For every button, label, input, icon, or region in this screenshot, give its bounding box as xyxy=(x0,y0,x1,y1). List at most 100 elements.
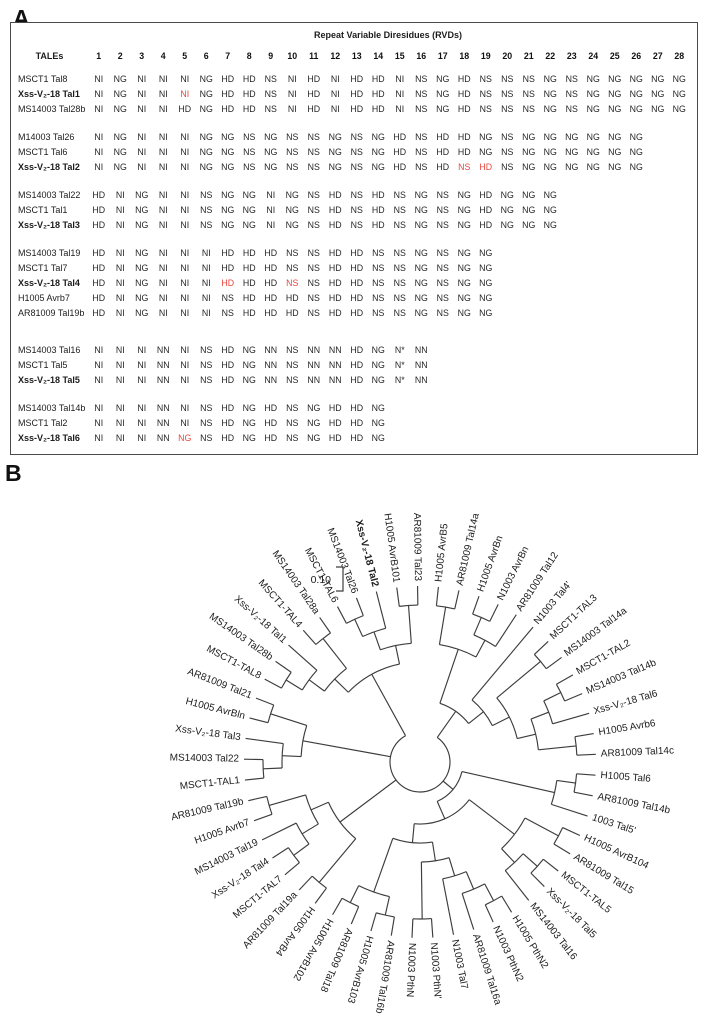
rvd-cell: HD xyxy=(88,263,110,273)
tree-branch-line xyxy=(469,712,484,724)
rvd-cell: NG xyxy=(454,263,476,273)
rvd-cell: NG xyxy=(454,278,476,288)
rvd-cell: NI xyxy=(196,308,218,318)
rvd-cell: NG xyxy=(131,220,153,230)
rvd-column-number: 3 xyxy=(131,51,153,61)
tree-branch-arc xyxy=(462,884,485,894)
tree-branch-line xyxy=(546,657,561,668)
tree-branch-line xyxy=(517,734,535,738)
rvd-cell: NS xyxy=(432,190,454,200)
rvd-cell: NG xyxy=(604,132,626,142)
rvd-cell: NG xyxy=(217,190,239,200)
tree-branch-line xyxy=(437,801,445,818)
tale-row-label: MSCT1 Tal7 xyxy=(11,263,88,273)
rvd-cell: NS xyxy=(475,104,497,114)
tree-branch-line xyxy=(269,795,306,806)
rvd-column-number: 8 xyxy=(239,51,261,61)
rvd-cell: NS xyxy=(411,89,433,99)
tree-branch-arc xyxy=(554,828,563,844)
rvd-cell: HD xyxy=(368,104,390,114)
tree-branch-line xyxy=(492,717,509,726)
rvd-cell: NI xyxy=(88,132,110,142)
tree-branch-line xyxy=(531,712,549,719)
rvd-cell: NG xyxy=(518,147,540,157)
rvd-column-number: 26 xyxy=(626,51,648,61)
tree-branch-line xyxy=(289,645,317,670)
rvd-cell: NS xyxy=(303,205,325,215)
rvd-cell: NG xyxy=(604,74,626,84)
rvd-cell: NG xyxy=(303,433,325,443)
rvd-cell: NG xyxy=(303,418,325,428)
tree-branch-line xyxy=(551,804,587,816)
rvd-cell: NS xyxy=(432,308,454,318)
tree-branch-line xyxy=(351,907,358,924)
rvd-cell: NG xyxy=(475,293,497,303)
rvd-cell: NS xyxy=(239,162,261,172)
tree-leaf-label: N1003 PthN' xyxy=(428,942,443,999)
rvd-column-number: 9 xyxy=(260,51,282,61)
rvd-cell: NG xyxy=(239,205,261,215)
tree-branch-line xyxy=(574,792,593,796)
rvd-cell: HD xyxy=(239,278,261,288)
tree-branch-line xyxy=(374,838,393,892)
rvd-column-number: 7 xyxy=(217,51,239,61)
rvd-cell: NG xyxy=(411,190,433,200)
rvd-cell: NG xyxy=(110,162,132,172)
tree-branch-line xyxy=(543,859,558,871)
rvd-cell: HD xyxy=(88,220,110,230)
rvd-cell: NI xyxy=(88,375,110,385)
rvd-cell: N* xyxy=(389,375,411,385)
rvd-cell: NI xyxy=(88,104,110,114)
tree-branch-arc xyxy=(316,633,331,644)
tree-branch-line xyxy=(309,680,324,691)
rvd-cell: NG xyxy=(647,74,669,84)
rvd-cell: HD xyxy=(368,205,390,215)
rvd-cell: HD xyxy=(174,104,196,114)
rvd-cell: NI xyxy=(153,308,175,318)
rvd-cell: NG xyxy=(497,205,519,215)
rvd-cell: NG xyxy=(411,308,433,318)
rvd-cell: NG xyxy=(475,132,497,142)
rvd-cell: NG xyxy=(260,162,282,172)
tree-branch-line xyxy=(474,617,481,634)
tree-branch-line xyxy=(340,780,396,822)
tree-branch-line xyxy=(443,781,453,789)
rvd-cell: NI xyxy=(174,263,196,273)
rvd-cell: HD xyxy=(217,278,239,288)
tree-branch-line xyxy=(436,587,438,606)
rvd-cell: NG xyxy=(561,132,583,142)
rvd-cell: NS xyxy=(561,104,583,114)
rvd-cell: NS xyxy=(282,403,304,413)
tree-branch-line xyxy=(320,617,331,633)
rvd-cell: NG xyxy=(239,375,261,385)
tree-branch-arc xyxy=(556,684,564,701)
rvd-cell: NN xyxy=(260,345,282,355)
rvd-cell: HD xyxy=(368,220,390,230)
rvd-cell: NI xyxy=(174,220,196,230)
tree-branch-line xyxy=(396,646,400,665)
rvd-cell: NI xyxy=(88,147,110,157)
rvd-cell: NI xyxy=(88,345,110,355)
rvd-cell: NG xyxy=(325,162,347,172)
rvd-cell: NN xyxy=(153,418,175,428)
rvd-cell: NI xyxy=(131,89,153,99)
rvd-cell: HD xyxy=(217,360,239,370)
rvd-cell: NI xyxy=(174,74,196,84)
rvd-cell: NG xyxy=(540,89,562,99)
rvd-cell: HD xyxy=(432,162,454,172)
tree-branch-line xyxy=(462,893,474,929)
rvd-cell: NI xyxy=(196,278,218,288)
rvd-cell: NN xyxy=(153,375,175,385)
rvd-column-number: 21 xyxy=(518,51,540,61)
rvd-cell: HD xyxy=(368,190,390,200)
tree-leaf-label: H1005 Avrb6 xyxy=(598,718,657,738)
rvd-cell: NG xyxy=(131,205,153,215)
rvd-cell: NI xyxy=(153,89,175,99)
tree-branch-line xyxy=(250,718,268,723)
rvd-cell: NG xyxy=(131,190,153,200)
rvd-cell: NG xyxy=(626,147,648,157)
rvd-cell: NI xyxy=(153,190,175,200)
